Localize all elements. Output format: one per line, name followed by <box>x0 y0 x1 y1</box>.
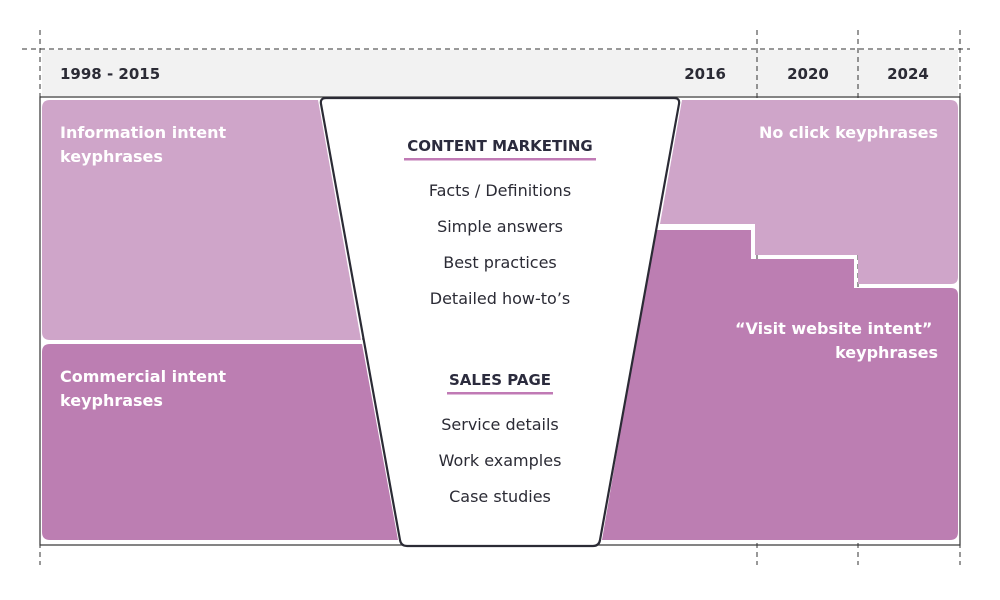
year-2020-label: 2020 <box>787 65 829 83</box>
sales-item: Work examples <box>439 451 562 470</box>
content-item: Facts / Definitions <box>429 181 571 200</box>
content-marketing-title: CONTENT MARKETING <box>407 137 592 155</box>
sales-item: Case studies <box>449 487 551 506</box>
content-item: Detailed how-to’s <box>430 289 571 308</box>
period-1998-2015-label: 1998 - 2015 <box>60 65 160 83</box>
commercial-intent-label: Commercial intent keyphrases <box>60 367 232 410</box>
year-2016-label: 2016 <box>684 65 726 83</box>
sales-page-underline <box>447 392 553 395</box>
no-click-region <box>660 100 958 284</box>
commercial-intent-region <box>42 344 398 540</box>
visit-website-intent-region <box>602 230 958 540</box>
content-item: Best practices <box>443 253 557 272</box>
no-click-label: No click keyphrases <box>759 123 938 142</box>
visit-website-intent-label: “Visit website intent” keyphrases <box>735 319 938 362</box>
sales-page-title: SALES PAGE <box>449 371 551 389</box>
content-marketing-underline <box>404 158 596 161</box>
funnel-shape <box>319 96 681 548</box>
timeline-header-bar <box>42 50 958 96</box>
content-item: Simple answers <box>437 217 563 236</box>
information-intent-region <box>42 100 361 340</box>
information-intent-label: Information intent keyphrases <box>60 123 232 166</box>
year-2024-label: 2024 <box>887 65 929 83</box>
sales-item: Service details <box>441 415 559 434</box>
